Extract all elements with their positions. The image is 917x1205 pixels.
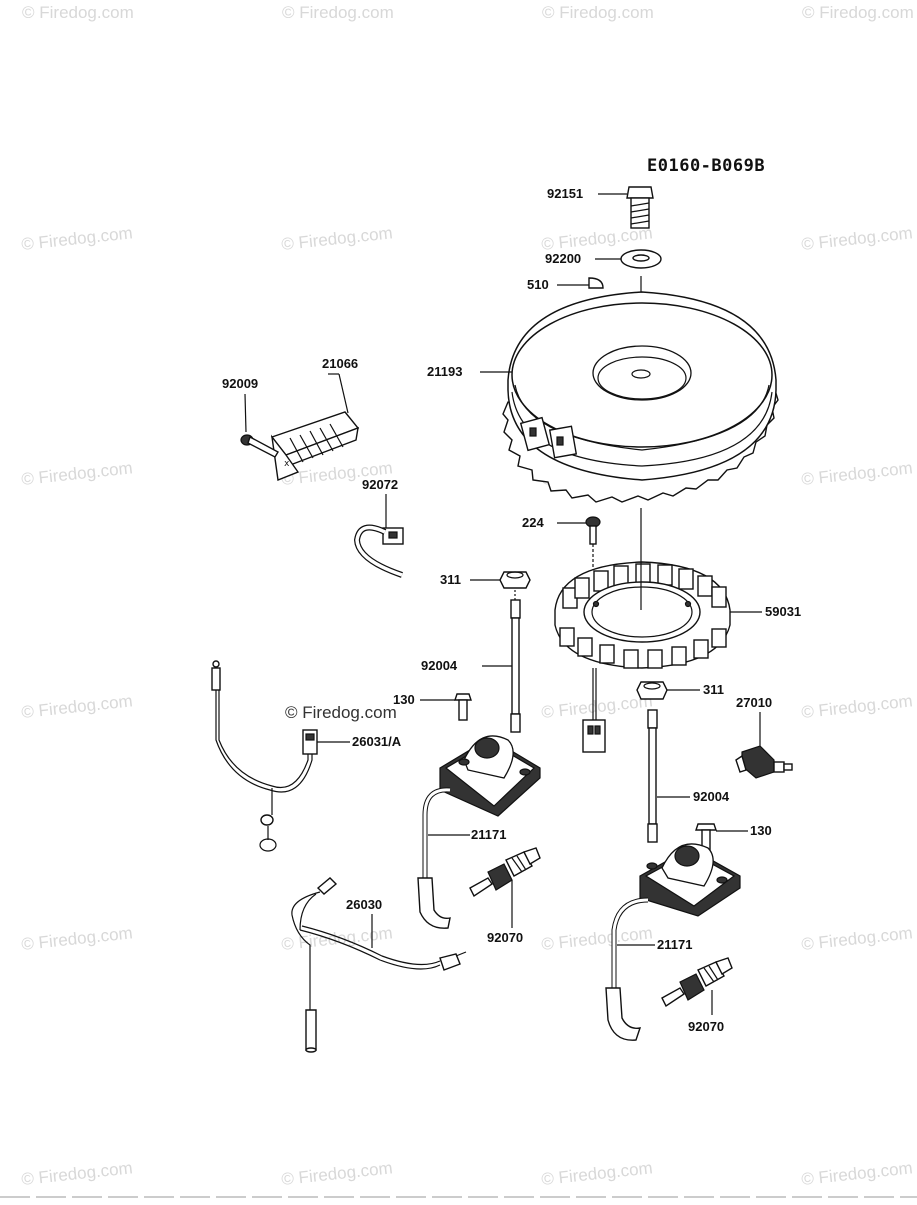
- label-21193: 21193: [427, 364, 462, 379]
- watermark-layer: © Firedog.com © Firedog.com © Firedog.co…: [20, 3, 913, 1189]
- key-510-drawing: [588, 277, 604, 289]
- label-224: 224: [522, 515, 544, 530]
- washer-92200-drawing: [620, 249, 662, 269]
- watermark: © Firedog.com: [800, 923, 913, 954]
- watermark: © Firedog.com: [802, 3, 914, 22]
- watermark: © Firedog.com: [800, 1158, 913, 1189]
- label-21066: 21066: [322, 356, 358, 371]
- stator-59031-drawing: [554, 561, 731, 753]
- bolt-130-left-drawing: [454, 693, 472, 721]
- label-510: 510: [527, 277, 549, 292]
- label-21171-left: 21171: [471, 827, 506, 842]
- label-26030: 26030: [346, 897, 382, 912]
- spark-plug-92070-left-drawing: [469, 847, 541, 898]
- label-311-right: 311: [703, 682, 724, 697]
- cable-tie-92072-drawing: [353, 524, 404, 578]
- watermark: © Firedog.com: [542, 3, 654, 22]
- leader-line: [244, 393, 247, 433]
- label-92009: 92009: [222, 376, 258, 391]
- label-92200: 92200: [545, 251, 581, 266]
- label-92004-left: 92004: [421, 658, 458, 673]
- watermark: © Firedog.com: [282, 3, 394, 22]
- label-130-left: 130: [393, 692, 415, 707]
- watermark: © Firedog.com: [280, 923, 393, 954]
- screw-224-drawing: [585, 516, 601, 545]
- label-92070-left: 92070: [487, 930, 523, 945]
- watermark-overlay: © Firedog.com: [285, 703, 397, 722]
- watermark: © Firedog.com: [20, 1158, 133, 1189]
- harness-26031-drawing: [211, 660, 318, 852]
- label-92151: 92151: [547, 186, 583, 201]
- ignition-coil-21171-right-drawing: [605, 843, 741, 1041]
- label-311-left: 311: [440, 572, 461, 587]
- watermark: © Firedog.com: [20, 458, 133, 489]
- label-130-right: 130: [750, 823, 772, 838]
- spark-plug-92070-right-drawing: [661, 957, 733, 1008]
- ignition-coil-21171-left-drawing: [417, 735, 541, 929]
- nut-311-left-drawing: [499, 571, 531, 589]
- label-59031: 59031: [765, 604, 801, 619]
- watermark: © Firedog.com: [800, 458, 913, 489]
- watermark: © Firedog.com: [280, 1158, 393, 1189]
- label-92004-right: 92004: [693, 789, 730, 804]
- label-26031-a: 26031/A: [352, 734, 402, 749]
- watermark: © Firedog.com: [800, 691, 913, 722]
- watermark: © Firedog.com: [20, 923, 133, 954]
- watermark: © Firedog.com: [540, 1158, 653, 1189]
- screw-92009-drawing: [240, 434, 279, 458]
- watermark: © Firedog.com: [20, 223, 133, 254]
- bolt-92151-drawing: [626, 186, 654, 229]
- label-27010: 27010: [736, 695, 772, 710]
- watermark: © Firedog.com: [20, 691, 133, 722]
- stud-92004-left-drawing: [510, 590, 521, 733]
- oil-switch-27010-drawing: [735, 745, 793, 779]
- watermark: © Firedog.com: [280, 223, 393, 254]
- leader-line: [338, 373, 349, 414]
- wire-26030-drawing: [291, 877, 467, 1053]
- watermark: © Firedog.com: [540, 923, 653, 954]
- label-92072: 92072: [362, 477, 398, 492]
- label-92070-right: 92070: [688, 1019, 724, 1034]
- diagram-code: E0160-B069B: [647, 156, 765, 176]
- label-21171-right: 21171: [657, 937, 692, 952]
- watermark: © Firedog.com: [800, 223, 913, 254]
- stud-92004-right-drawing: [647, 709, 658, 843]
- watermark: © Firedog.com: [22, 3, 134, 22]
- svg-text:x: x: [284, 459, 290, 469]
- regulator-21066-drawing: x: [270, 411, 360, 481]
- flywheel-21193-drawing: [502, 291, 779, 503]
- nut-311-right-drawing: [636, 681, 668, 700]
- watermark: © Firedog.com: [540, 691, 653, 722]
